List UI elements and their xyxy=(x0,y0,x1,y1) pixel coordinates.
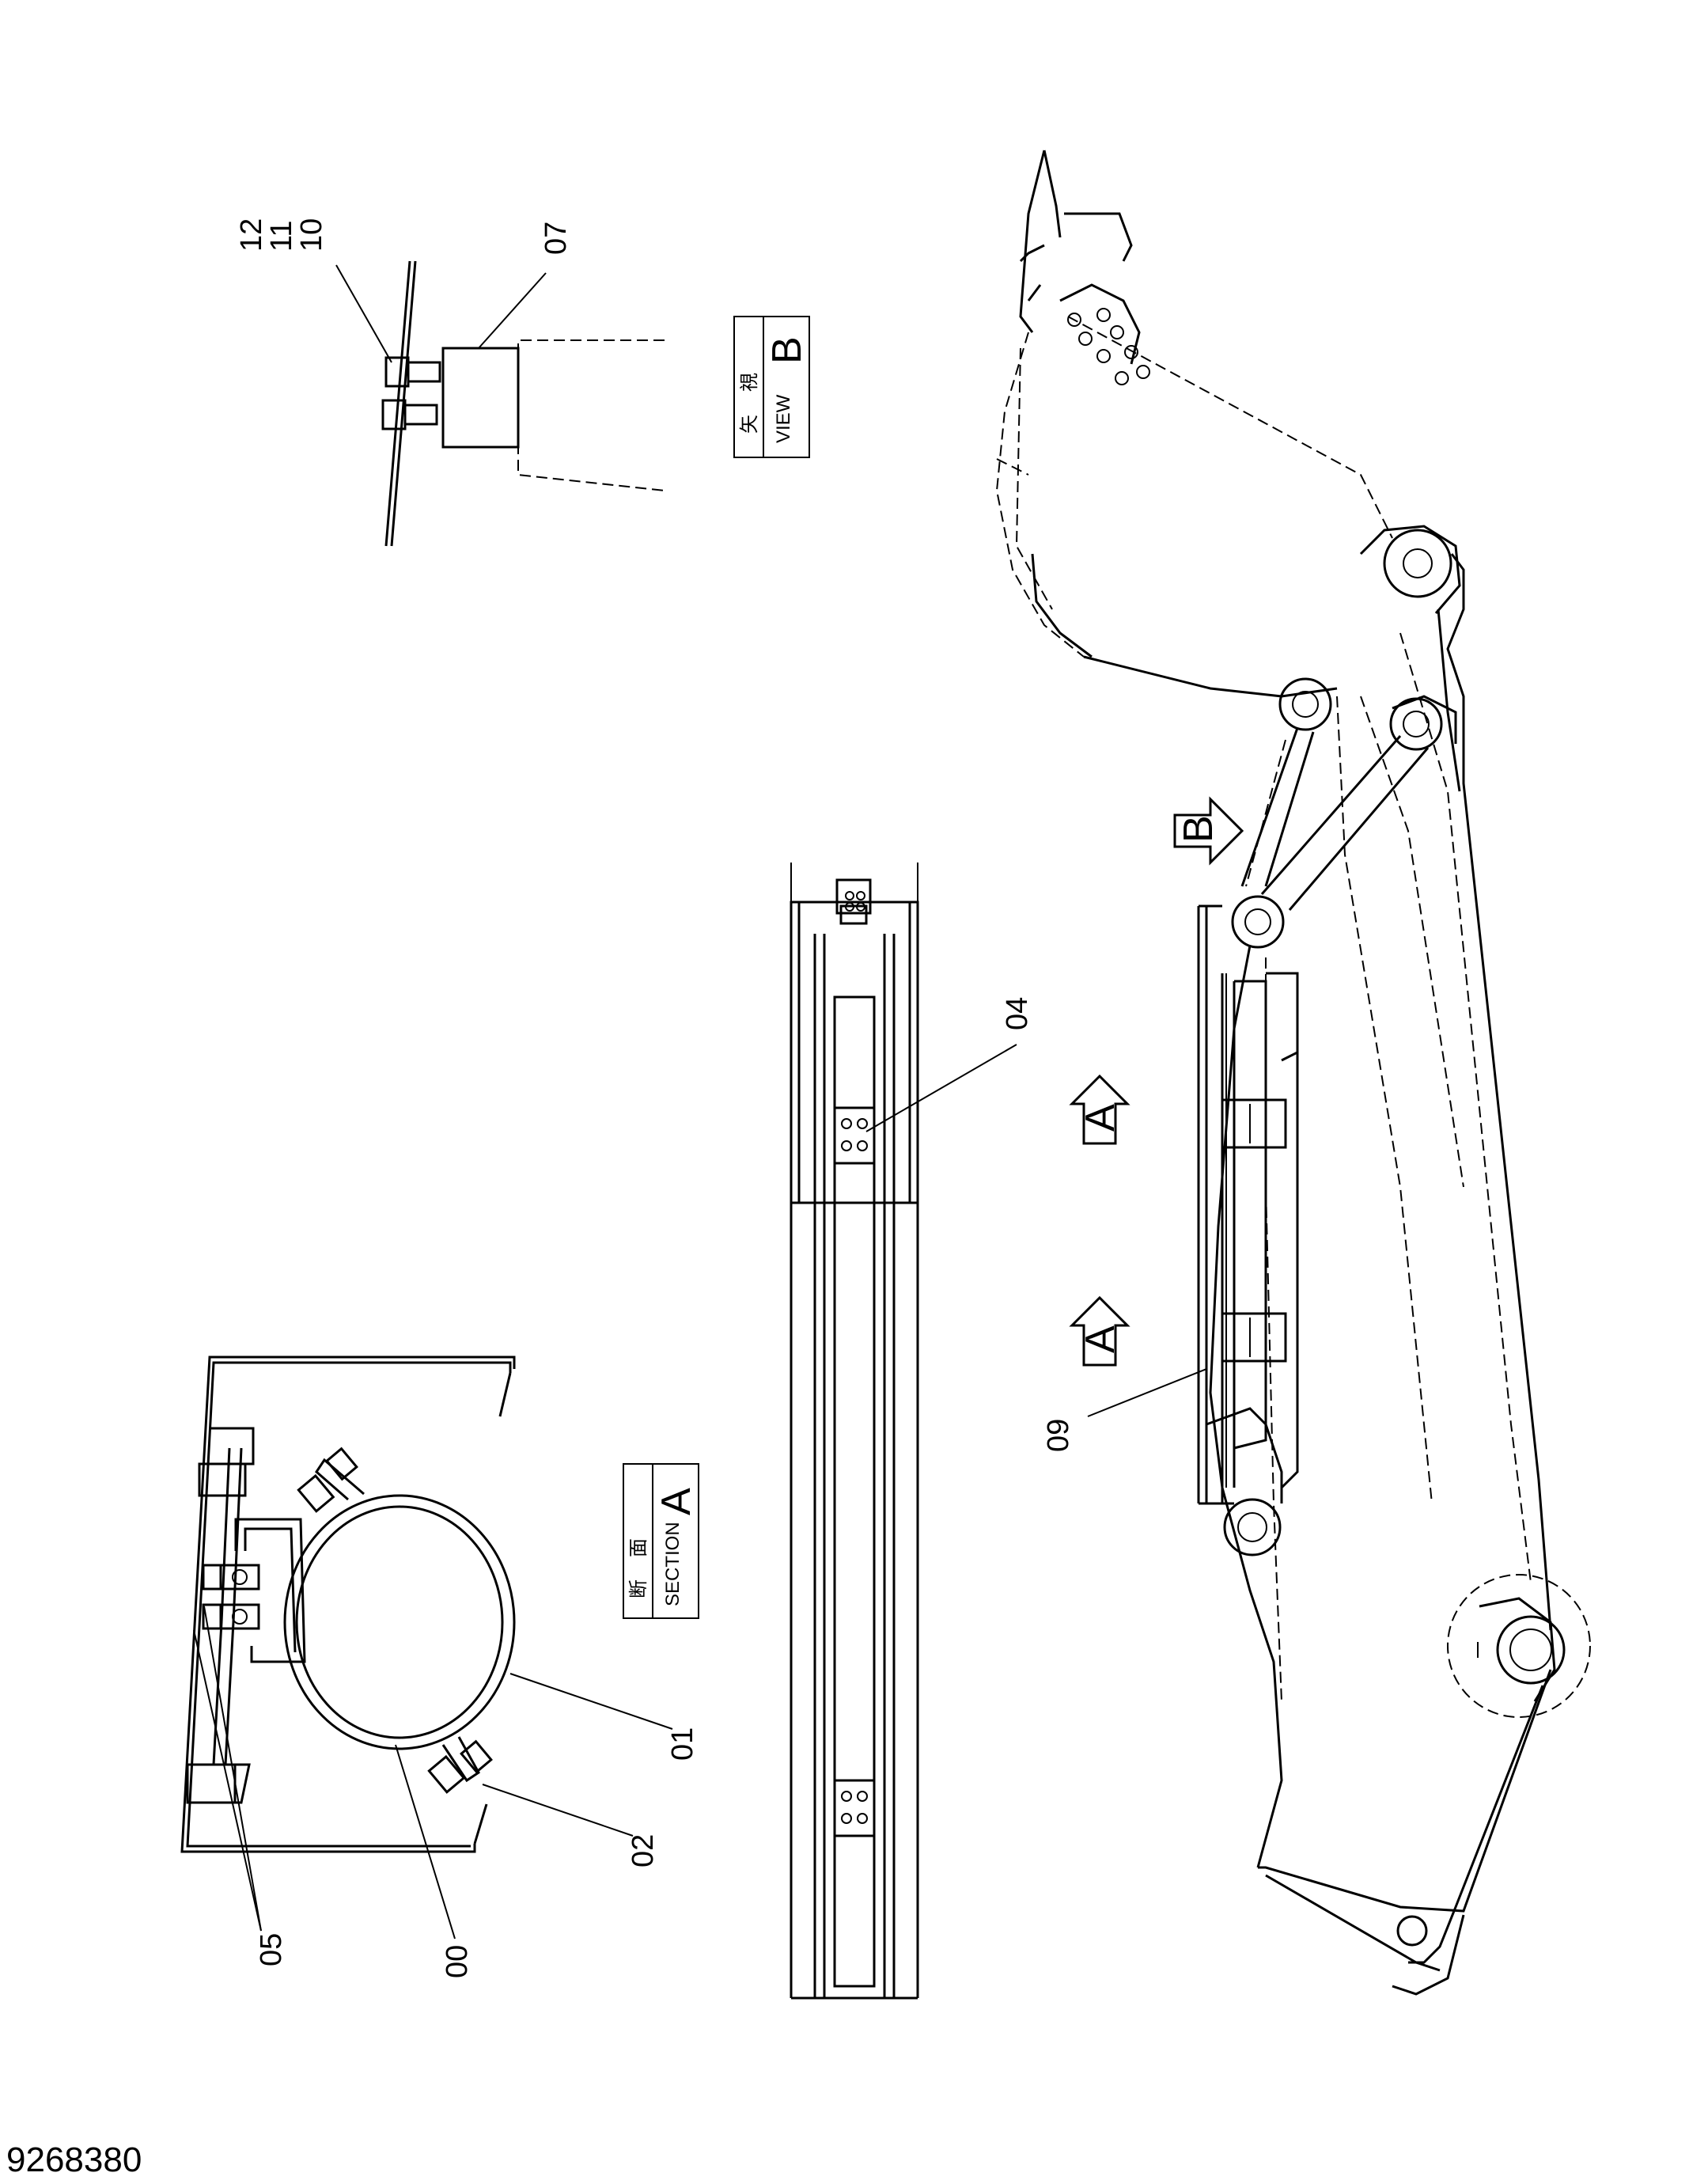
svg-text:VIEW: VIEW xyxy=(773,394,794,443)
label-00: 00 xyxy=(441,1945,474,1978)
view-arrow-b: B xyxy=(1173,796,1244,866)
svg-text:矢: 矢 xyxy=(738,415,760,434)
bolt-shank xyxy=(407,361,441,383)
label-10: 10 xyxy=(295,218,328,252)
svg-text:B: B xyxy=(1176,815,1221,843)
svg-text:SECTION: SECTION xyxy=(662,1522,684,1606)
label-11: 11 xyxy=(265,221,298,252)
view-b-title: 矢 視 VIEW B xyxy=(733,316,810,458)
svg-text:断: 断 xyxy=(627,1579,649,1598)
svg-text:A: A xyxy=(1077,1325,1123,1353)
label-04: 04 xyxy=(1001,997,1034,1030)
label-12: 12 xyxy=(235,218,268,252)
section-arrow-a-upper: A xyxy=(1069,1074,1130,1145)
section-arrow-a-lower: A xyxy=(1069,1295,1130,1367)
section-a-title: 断 面 SECTION A xyxy=(623,1463,699,1619)
label-01: 01 xyxy=(666,1727,699,1761)
view-b-detail: 12 11 10 07 xyxy=(235,218,665,547)
document-number: 9268380 xyxy=(6,2140,142,2179)
pipe-guard-detail: 04 xyxy=(790,863,1034,2000)
section-a-detail: 01 02 05 00 xyxy=(180,1356,699,1978)
svg-text:視: 視 xyxy=(738,373,760,392)
svg-text:A: A xyxy=(1077,1104,1123,1132)
bolt-shank xyxy=(403,404,438,426)
svg-text:A: A xyxy=(653,1488,699,1515)
excavator-arm-outline: 09 xyxy=(995,150,1591,1996)
label-02: 02 xyxy=(627,1834,660,1867)
label-07: 07 xyxy=(540,222,573,255)
svg-text:面: 面 xyxy=(627,1538,649,1557)
label-05: 05 xyxy=(255,1933,288,1966)
label-09: 09 xyxy=(1042,1419,1075,1452)
svg-text:B: B xyxy=(764,336,810,364)
